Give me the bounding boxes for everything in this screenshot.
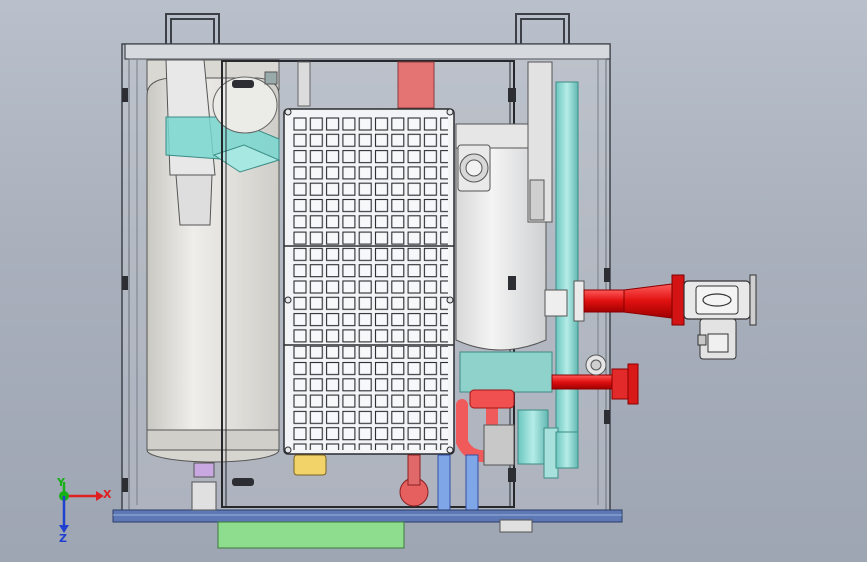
lifting-handle-right xyxy=(515,13,570,44)
x-axis-label: X xyxy=(103,488,112,501)
z-axis-arrow xyxy=(59,496,69,533)
lower-piping xyxy=(193,351,639,511)
filter-panel xyxy=(283,108,455,455)
z-axis-label: Z xyxy=(59,532,67,545)
door-hinges xyxy=(122,80,610,492)
upper-bracket xyxy=(297,61,311,107)
upper-red-manifold xyxy=(397,61,435,109)
y-axis-label: Y xyxy=(57,476,65,489)
x-axis-arrow xyxy=(64,491,104,501)
axis-triad: X Y Z xyxy=(46,476,116,550)
desiccant-tank-left xyxy=(146,59,281,463)
lifting-handle-left xyxy=(165,13,220,44)
outlet-pipe-valve xyxy=(544,274,757,360)
base-skid xyxy=(112,481,623,549)
